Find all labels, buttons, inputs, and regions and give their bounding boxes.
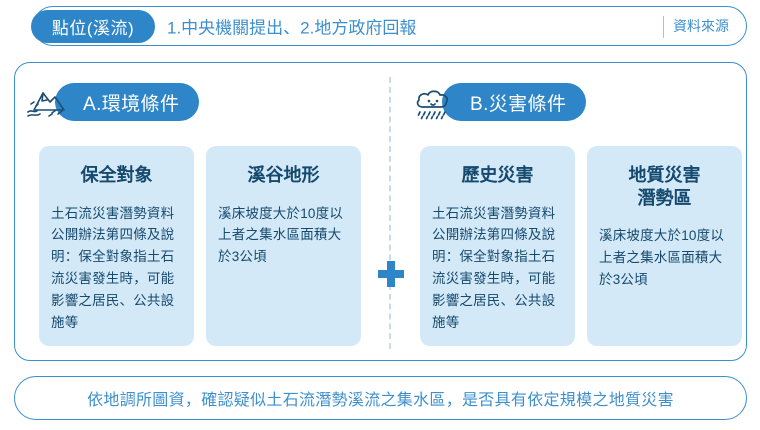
section-dashed-divider	[389, 77, 391, 349]
mountain-landslide-icon	[23, 82, 69, 122]
card-body: 土石流災害潛勢資料公開辦法第四條及說明：保全對象指土石流災害發生時，可能影響之居…	[51, 205, 175, 330]
header-description: 1.中央機關提出、2.地方政府回報	[167, 18, 417, 38]
card-title: 地質災害 潛勢區	[628, 165, 701, 208]
card-geological-hazard-zone[interactable]: 地質災害 潛勢區 溪床坡度大於10度以上者之集水區面積大於3公頃	[587, 146, 742, 346]
card-valley-terrain[interactable]: 溪谷地形 溪床坡度大於10度以上者之集水區面積大於3公頃	[206, 146, 361, 346]
section-disaster-conditions: B.災害條件 歷史災害 土石流災害潛勢資料公開辦法第四條及說明：保全對象指土石流…	[390, 63, 748, 360]
section-a-cards: 保全對象 土石流災害潛勢資料公開辦法第四條及說明：保全對象指土石流災害發生時，可…	[39, 146, 361, 346]
section-environment-conditions: A.環境條件 保全對象 土石流災害潛勢資料公開辦法第四條及說明：保全對象指土石流…	[15, 63, 375, 360]
conditions-panel: A.環境條件 保全對象 土石流災害潛勢資料公開辦法第四條及說明：保全對象指土石流…	[14, 62, 747, 361]
section-a-title: A.環境條件	[55, 83, 200, 121]
section-b-cards: 歷史災害 土石流災害潛勢資料公開辦法第四條及說明：保全對象指土石流災害發生時，可…	[420, 146, 742, 346]
footer-bar: 依地調所圖資，確認疑似土石流潛勢溪流之集水區，是否具有依定規模之地質災害	[14, 376, 747, 420]
section-b-title: B.災害條件	[442, 83, 587, 121]
card-title: 保全對象	[80, 165, 153, 185]
card-body: 溪床坡度大於10度以上者之集水區面積大於3公頃	[218, 205, 344, 265]
section-a-header: A.環境條件	[23, 82, 200, 122]
card-title: 歷史災害	[461, 165, 534, 185]
card-historical-disaster[interactable]: 歷史災害 土石流災害潛勢資料公開辦法第四條及說明：保全對象指土石流災害發生時，可…	[420, 146, 575, 346]
point-type-badge[interactable]: 點位(溪流)	[31, 10, 155, 43]
section-b-header: B.災害條件	[410, 82, 587, 122]
card-body: 土石流災害潛勢資料公開辦法第四條及說明：保全對象指土石流災害發生時，可能影響之居…	[432, 205, 556, 330]
header-divider	[662, 16, 664, 38]
card-protection-target[interactable]: 保全對象 土石流災害潛勢資料公開辦法第四條及說明：保全對象指土石流災害發生時，可…	[39, 146, 194, 346]
header-bar: 點位(溪流) 1.中央機關提出、2.地方政府回報 資料來源	[31, 6, 747, 46]
data-source-label[interactable]: 資料來源	[673, 18, 729, 34]
card-body: 溪床坡度大於10度以上者之集水區面積大於3公頃	[599, 228, 725, 287]
card-title: 溪谷地形	[247, 165, 320, 185]
footer-note: 依地調所圖資，確認疑似土石流潛勢溪流之集水區，是否具有依定規模之地質災害	[87, 392, 674, 409]
rain-cloud-icon	[410, 82, 456, 122]
plus-operator-icon	[378, 261, 404, 287]
